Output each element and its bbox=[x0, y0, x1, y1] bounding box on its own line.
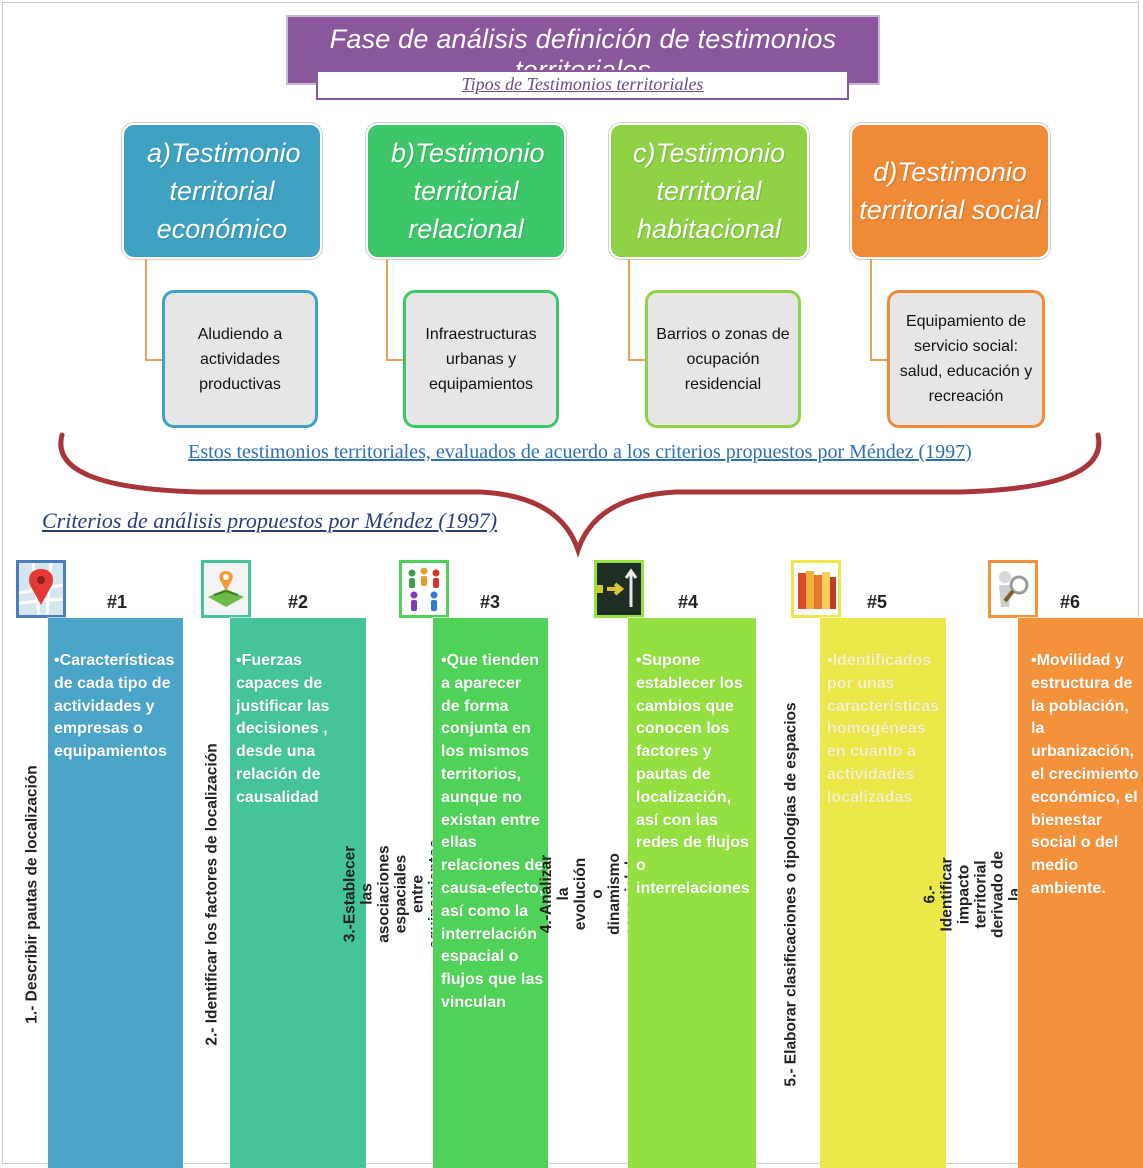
criterion-column bbox=[433, 618, 548, 1168]
criterion-text: •Movilidad y estructura de la población,… bbox=[1031, 652, 1139, 897]
criterion-text: •Supone establecer los cambios que conoc… bbox=[636, 652, 750, 897]
criterion-column bbox=[628, 618, 756, 1168]
criterion-label: 4.-Analizar la evolución o dinamismo esp… bbox=[538, 852, 674, 936]
connector-line bbox=[145, 259, 165, 361]
folders-icon bbox=[791, 560, 841, 618]
criterion-text: •Fuerzas capaces de justificar las decis… bbox=[236, 652, 330, 806]
connector-line bbox=[386, 259, 406, 361]
criterion-column bbox=[820, 618, 946, 1168]
desc-card-habitacional: Barrios o zonas de ocupación residencial bbox=[645, 290, 801, 428]
criterion-number: #4 bbox=[678, 592, 699, 612]
type-label: a)Testimonio territorial económico bbox=[147, 138, 301, 244]
criterion-number: #2 bbox=[288, 592, 309, 612]
type-card-economico: a)Testimonio territorial económico bbox=[122, 123, 322, 259]
people-network-icon bbox=[399, 560, 449, 618]
criterion-text: •Características de cada tipo de activid… bbox=[54, 652, 175, 761]
criterion-label: 5.- Elaborar clasificaciones o tipología… bbox=[782, 701, 800, 1087]
brace-bracket bbox=[58, 432, 1102, 558]
type-label: c)Testimonio territorial habitacional bbox=[632, 138, 786, 244]
type-label: b)Testimonio territorial relacional bbox=[391, 138, 545, 244]
criterion-label: 3.-Establecer las asociaciones espaciale… bbox=[342, 839, 478, 948]
desc-card-relacional: Infraestructuras urbanas y equipamientos bbox=[403, 290, 559, 428]
connector-line bbox=[870, 259, 890, 361]
subtitle-banner bbox=[316, 70, 849, 100]
arrows-icon bbox=[594, 560, 644, 618]
criteria-title: Criterios de análisis propuestos por Mén… bbox=[42, 508, 498, 533]
desc-card-economico: Aludiendo a actividades productivas bbox=[162, 290, 318, 428]
evaluation-statement: Estos testimonios territoriales, evaluad… bbox=[188, 441, 972, 463]
criterion-column bbox=[48, 618, 183, 1168]
criterion-column bbox=[1018, 618, 1143, 1168]
type-label: d)Testimonio territorial social bbox=[859, 157, 1041, 225]
criterion-number: #5 bbox=[867, 592, 888, 612]
map-pin-icon bbox=[16, 560, 66, 618]
magnifier-person-icon bbox=[988, 560, 1038, 618]
criterion-label: 1.- Describir pautas de localización bbox=[23, 764, 41, 1024]
type-card-relacional: b)Testimonio territorial relacional bbox=[366, 123, 566, 259]
criterion-label: 6.- Identificar impacto territorial deri… bbox=[921, 850, 1075, 938]
criterion-number: #1 bbox=[107, 592, 128, 612]
criterion-text: •Identificados por unas características … bbox=[827, 652, 940, 806]
type-card-habitacional: c)Testimonio territorial habitacional bbox=[609, 123, 809, 259]
desc-card-social: Equipamiento de servicio social: salud, … bbox=[887, 290, 1045, 428]
location-map-icon bbox=[201, 560, 251, 618]
diagram-subtitle: Tipos de Testimonios territoriales bbox=[461, 74, 704, 94]
type-card-social: d)Testimonio territorial social bbox=[850, 123, 1050, 259]
criterion-column bbox=[230, 618, 366, 1168]
criterion-label: 2.- Identificar los factores de localiza… bbox=[203, 742, 221, 1046]
criterion-number: #3 bbox=[480, 592, 501, 612]
criterion-text: •Que tienden a aparecer de forma conjunt… bbox=[441, 652, 544, 1011]
connector-line bbox=[628, 259, 648, 361]
criterion-number: #6 bbox=[1060, 592, 1081, 612]
